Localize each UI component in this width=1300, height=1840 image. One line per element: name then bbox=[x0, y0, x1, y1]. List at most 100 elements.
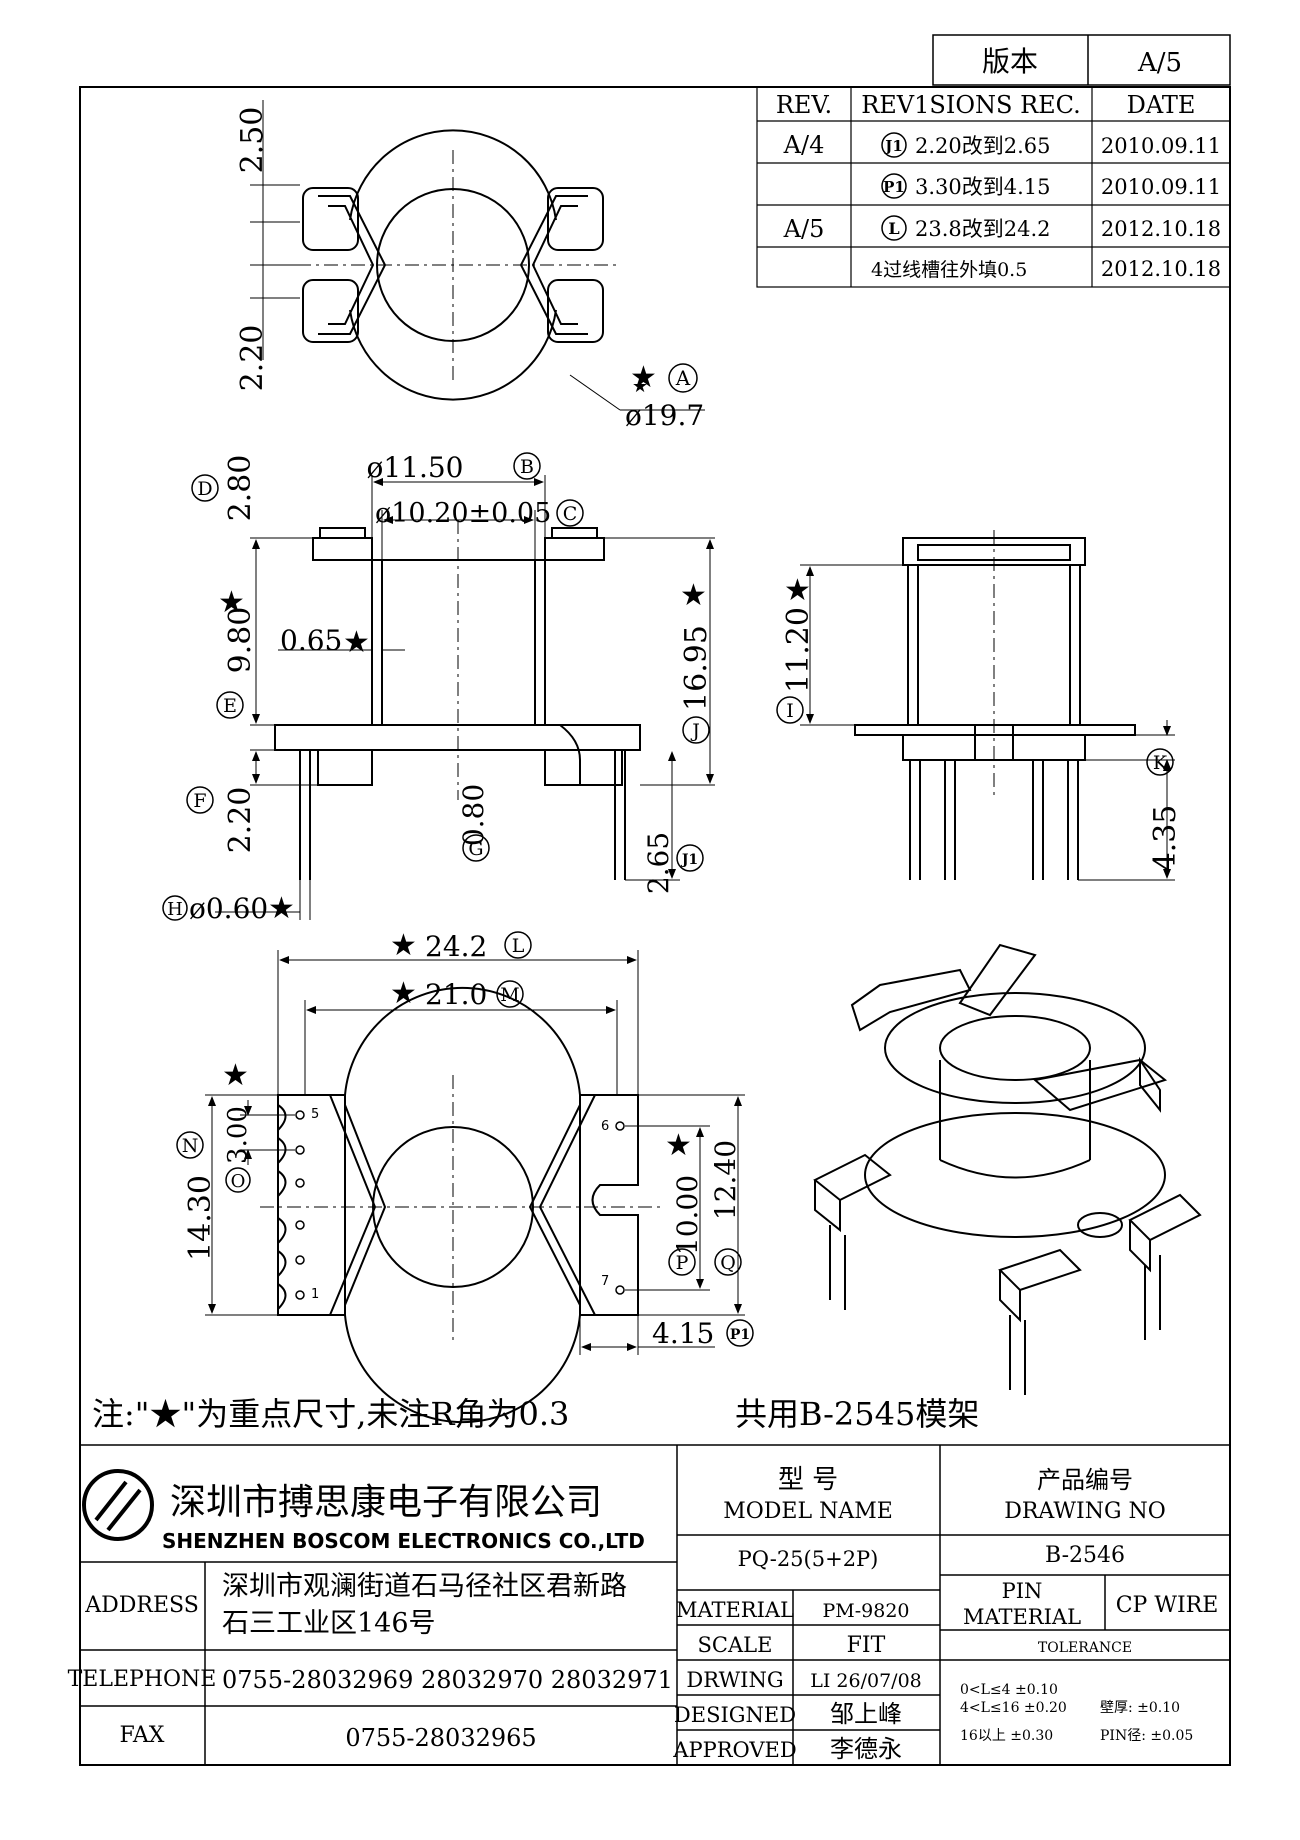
mark-circle bbox=[682, 716, 710, 744]
dim-top-2-50: 2.50 bbox=[235, 107, 270, 174]
mark-circle bbox=[462, 834, 490, 862]
star-icon: ★ bbox=[390, 928, 417, 963]
dim-2-80: 2.80 bbox=[223, 455, 258, 522]
tolerance-label: TOLERANCE bbox=[1038, 1640, 1132, 1656]
mark-d: D bbox=[197, 478, 212, 500]
star-icon: ★ bbox=[665, 1128, 692, 1163]
front-view-dimensions bbox=[215, 475, 715, 920]
star-icon: ★ bbox=[680, 578, 707, 613]
front-view bbox=[274, 527, 641, 880]
mark-a: A bbox=[675, 366, 691, 390]
mark-circle bbox=[186, 786, 214, 814]
dim-top-2-20: 2.20 bbox=[235, 325, 270, 392]
star-icon: ★ bbox=[630, 360, 657, 395]
fax-label: FAX bbox=[120, 1723, 165, 1748]
drawing-no-value: B-2546 bbox=[1045, 1543, 1125, 1568]
dim-24-2: 24.2 bbox=[425, 930, 487, 963]
mark-circle bbox=[668, 363, 698, 393]
mark-h: H bbox=[167, 899, 183, 920]
rev-header-rec: REV1SIONS REC. bbox=[861, 91, 1081, 119]
mark-b: B bbox=[520, 456, 534, 478]
tolerance-pin: PIN径: ±0.05 bbox=[1100, 1728, 1193, 1744]
pin-material-label2: MATERIAL bbox=[963, 1605, 1081, 1629]
drwing-label: DRWING bbox=[686, 1668, 783, 1692]
rev-row3-change: 23.8改到24.2 bbox=[915, 217, 1051, 241]
dim-11-20: 11.20 bbox=[781, 607, 816, 693]
address-line2: 石三工业区146号 bbox=[222, 1608, 436, 1639]
mark-circle bbox=[676, 844, 704, 872]
mark-circle bbox=[496, 980, 524, 1008]
dim-12-40: 12.40 bbox=[709, 1140, 742, 1220]
revision-table bbox=[756, 86, 1231, 288]
version-value: A/5 bbox=[1137, 48, 1182, 78]
designed-value: 邹上峰 bbox=[830, 1700, 902, 1728]
rev-mark-circle bbox=[881, 215, 907, 241]
drawing-no-label-en: DRAWING NO bbox=[1004, 1499, 1166, 1524]
model-label-en: MODEL NAME bbox=[723, 1499, 893, 1524]
bottom-view-pins bbox=[295, 1110, 625, 1300]
dim-10-00: 10.00 bbox=[671, 1175, 704, 1255]
telephone-value: 0755-28032969 28032970 28032971 bbox=[222, 1666, 673, 1694]
tolerance-r2: 4<L≤16 ±0.20 bbox=[960, 1700, 1067, 1716]
mark-g: G bbox=[468, 838, 483, 860]
scale-value: FIT bbox=[847, 1633, 886, 1658]
rev-mark-circle bbox=[881, 173, 907, 199]
bottom-view bbox=[277, 986, 639, 1424]
mark-circle bbox=[714, 1248, 742, 1276]
dim-dia-0-60: ø0.60 bbox=[189, 892, 268, 925]
note-shared-mold: 共用B-2545模架 bbox=[735, 1395, 979, 1433]
dim-3-00: 3.00 bbox=[223, 1106, 253, 1164]
mark-c: C bbox=[563, 503, 578, 525]
address-line1: 深圳市观澜街道石马径社区君新路 bbox=[222, 1571, 627, 1602]
pin-label-6: 6 bbox=[601, 1119, 609, 1134]
isometric-view bbox=[813, 943, 1202, 1395]
dim-2-20-base: 2.20 bbox=[223, 787, 258, 854]
star-icon: ★ bbox=[632, 376, 648, 397]
side-view-dimensions bbox=[800, 564, 1175, 881]
rev-row4-change: 4过线槽往外填0.5 bbox=[871, 259, 1027, 281]
approved-value: 李德永 bbox=[830, 1735, 902, 1763]
pin-label-7: 7 bbox=[601, 1274, 609, 1289]
mark-e: E bbox=[223, 695, 237, 717]
mark-circle bbox=[216, 691, 244, 719]
dim-4-35: 4.35 bbox=[1148, 805, 1183, 872]
pin-label-5: 5 bbox=[311, 1107, 319, 1122]
mark-i: I bbox=[786, 700, 794, 722]
material-label: MATERIAL bbox=[676, 1598, 794, 1622]
mark-circle bbox=[668, 1248, 696, 1276]
mark-circle bbox=[556, 499, 584, 527]
mark-circle bbox=[191, 474, 219, 502]
tolerance-r3: 16以上 ±0.30 bbox=[960, 1728, 1053, 1744]
company-name-cn: 深圳市搏思康电子有限公司 bbox=[170, 1482, 602, 1523]
mark-circle bbox=[504, 931, 532, 959]
dim-dia-10-20: ø10.20±0.05 bbox=[375, 498, 551, 529]
top-view-centerlines bbox=[270, 150, 620, 385]
star-icon: ★ bbox=[784, 573, 811, 608]
model-label-cn: 型 号 bbox=[778, 1465, 838, 1495]
top-view-dimensions bbox=[250, 100, 705, 411]
drwing-value: LI 26/07/08 bbox=[810, 1670, 922, 1692]
dim-9-80: 9.80 bbox=[223, 607, 258, 674]
mark-p: P bbox=[676, 1252, 689, 1274]
dim-14-30: 14.30 bbox=[183, 1175, 218, 1261]
rev-mark-circle bbox=[881, 132, 907, 158]
mark-p1: P1 bbox=[730, 1327, 750, 1343]
mark-j: J bbox=[690, 720, 700, 742]
rev-header-rev: REV. bbox=[776, 91, 832, 119]
mark-m: M bbox=[500, 984, 519, 1006]
scale-label: SCALE bbox=[698, 1633, 773, 1657]
dim-21-0: 21.0 bbox=[425, 978, 487, 1011]
dim-2-65: 2.65 bbox=[642, 832, 675, 894]
pin-material-value: CP WIRE bbox=[1116, 1593, 1219, 1618]
note-key-dims: 注:"★"为重点尺寸,未注R角为0.3 bbox=[92, 1395, 569, 1433]
pin-material-label1: PIN bbox=[1002, 1579, 1043, 1603]
designed-label: DESIGNED bbox=[674, 1703, 796, 1727]
dim-4-15: 4.15 bbox=[652, 1317, 714, 1350]
star-icon: ★ bbox=[343, 625, 370, 660]
mark-circle bbox=[162, 895, 188, 921]
mark-j1: J1 bbox=[680, 852, 698, 868]
company-name-en: SHENZHEN BOSCOM ELECTRONICS CO.,LTD bbox=[162, 1529, 645, 1553]
fax-value: 0755-28032965 bbox=[345, 1724, 536, 1752]
address-label: ADDRESS bbox=[84, 1593, 199, 1618]
